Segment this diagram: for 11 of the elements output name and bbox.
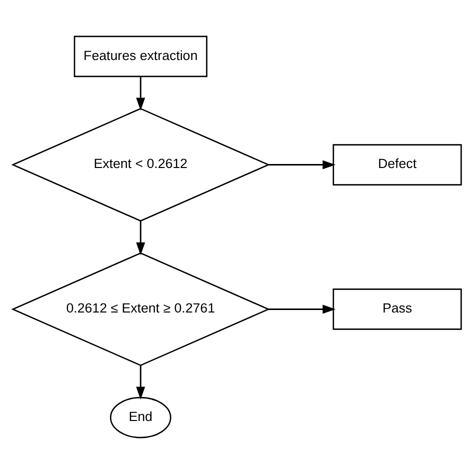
node-box: Defect [332,144,462,186]
arrow [136,76,146,111]
arrow [268,160,336,170]
arrow [268,304,336,314]
arrow [136,221,146,256]
node-box: Features extraction [74,36,208,78]
node-diamond: 0.2612 ≤ Extent ≥ 0.2761 [11,252,270,366]
node-ellipse: End [110,396,172,438]
node-diamond: Extent < 0.2612 [11,108,270,222]
arrow [136,366,146,400]
node-box: Pass [332,288,462,330]
